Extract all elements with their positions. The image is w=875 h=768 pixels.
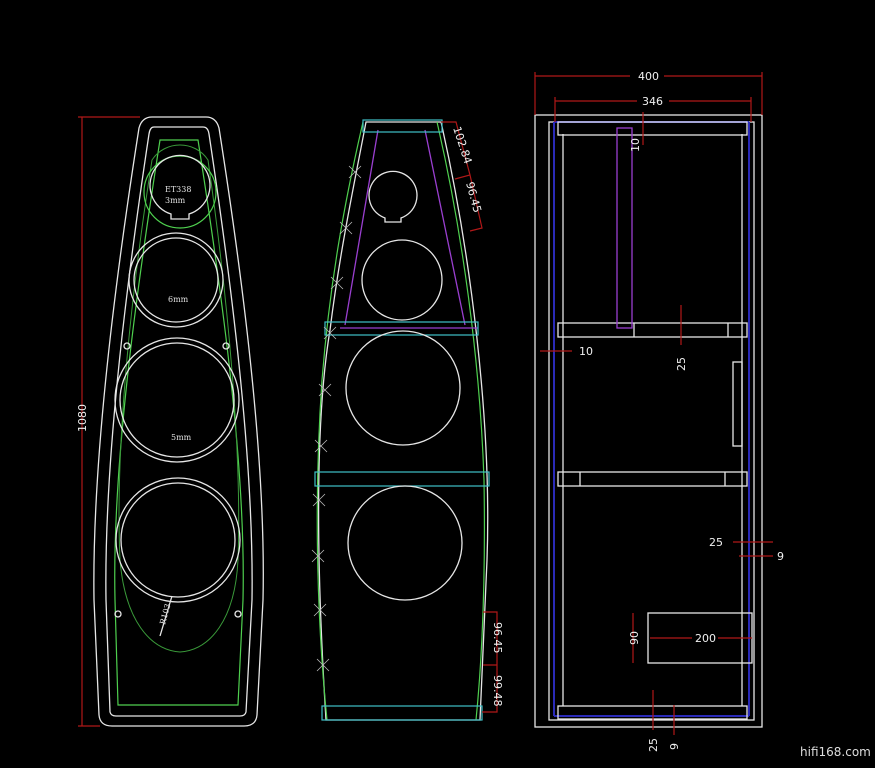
tweeter-cutout [149, 154, 211, 220]
woofer-cutout [120, 482, 236, 598]
side-top-panel [362, 119, 443, 133]
midbass-driver-cutout [119, 342, 235, 458]
side-bottom-panel [321, 705, 483, 721]
upper-shelf [557, 322, 748, 338]
radius-label: R103 [158, 603, 172, 626]
screw-icon [313, 603, 327, 617]
mount-hole [222, 342, 230, 350]
side-dim-top-1: 102.84 [450, 125, 474, 166]
port-length-dim: 200 [695, 632, 716, 645]
mount-hole [114, 610, 122, 618]
front-outer-outline [93, 116, 264, 727]
side-brace-line [344, 129, 466, 326]
screw-icon [316, 658, 330, 672]
lower-shelf [557, 471, 748, 487]
side-shelf [314, 471, 490, 487]
wall-thickness-dim: 25 [709, 536, 723, 549]
side-dim-top-2: 96.45 [463, 180, 484, 214]
mount-hole [123, 342, 131, 350]
side-dim-lines-bottom [482, 611, 498, 713]
terminal-plate [732, 361, 743, 447]
top-panel [557, 121, 748, 136]
bottom-liner-dim: 9 [668, 743, 681, 750]
side-dim-lines-top [441, 121, 483, 232]
cabinet-wall [548, 121, 755, 721]
woofer-recess [115, 477, 241, 603]
side-back-curve [436, 121, 485, 721]
screw-icon [330, 276, 344, 290]
front-inner-outline [105, 126, 253, 717]
top-gap-dim: 10 [629, 138, 642, 152]
tweeter-label: ET338 [165, 185, 191, 194]
dim-gap [692, 631, 718, 645]
dim-gap [637, 93, 669, 107]
cabinet-outer [534, 114, 763, 728]
side-dim-bottom-1: 96.45 [491, 622, 504, 654]
side-tweeter-cutout [368, 170, 418, 223]
screw-icon [314, 439, 328, 453]
screw-markers [311, 165, 362, 672]
shelf-thickness-dim: 25 [675, 357, 688, 371]
mid-driver-recess [128, 232, 224, 328]
brace-post [616, 127, 633, 329]
side-midbass-cutout [345, 330, 461, 446]
height-dimension: 1080 [76, 404, 89, 432]
side-woofer-cutout [347, 485, 463, 601]
port-height-dim: 90 [628, 631, 641, 645]
liner-thickness-dim: 9 [777, 550, 784, 563]
side-view: 102.84 96.45 96.45 99.48 [311, 119, 504, 721]
side-outer-outline [317, 121, 489, 721]
outer-width-dim: 400 [638, 70, 659, 83]
screw-icon [311, 549, 325, 563]
front-view: ET338 3mm 6mm 5mm R103 1080 [76, 116, 264, 727]
section-view: 400 346 10 10 25 25 9 90 200 25 9 [534, 68, 784, 752]
side-dim-bottom-2: 99.48 [491, 675, 504, 707]
front-baffle-curve [114, 139, 244, 706]
mid-driver-cutout [133, 237, 219, 323]
bottom-thickness-dim: 25 [647, 738, 660, 752]
dim-gap [630, 68, 664, 82]
inner-width-dim: 346 [642, 95, 663, 108]
side-gap-dim: 10 [579, 345, 593, 358]
screw-icon [318, 383, 332, 397]
watermark: hifi168.com [800, 745, 871, 759]
screw-icon [312, 493, 326, 507]
screw-icon [339, 221, 353, 235]
side-mid-cutout [361, 239, 443, 321]
tweeter-thickness: 3mm [165, 196, 186, 205]
screw-icon [323, 326, 337, 340]
screw-icon [348, 165, 362, 179]
midbass-thickness: 5mm [171, 433, 192, 442]
radius-leader [159, 595, 173, 637]
mid-thickness: 6mm [168, 295, 189, 304]
mount-hole [234, 610, 242, 618]
midbass-driver-recess [114, 337, 240, 463]
side-front-curve [316, 121, 364, 721]
